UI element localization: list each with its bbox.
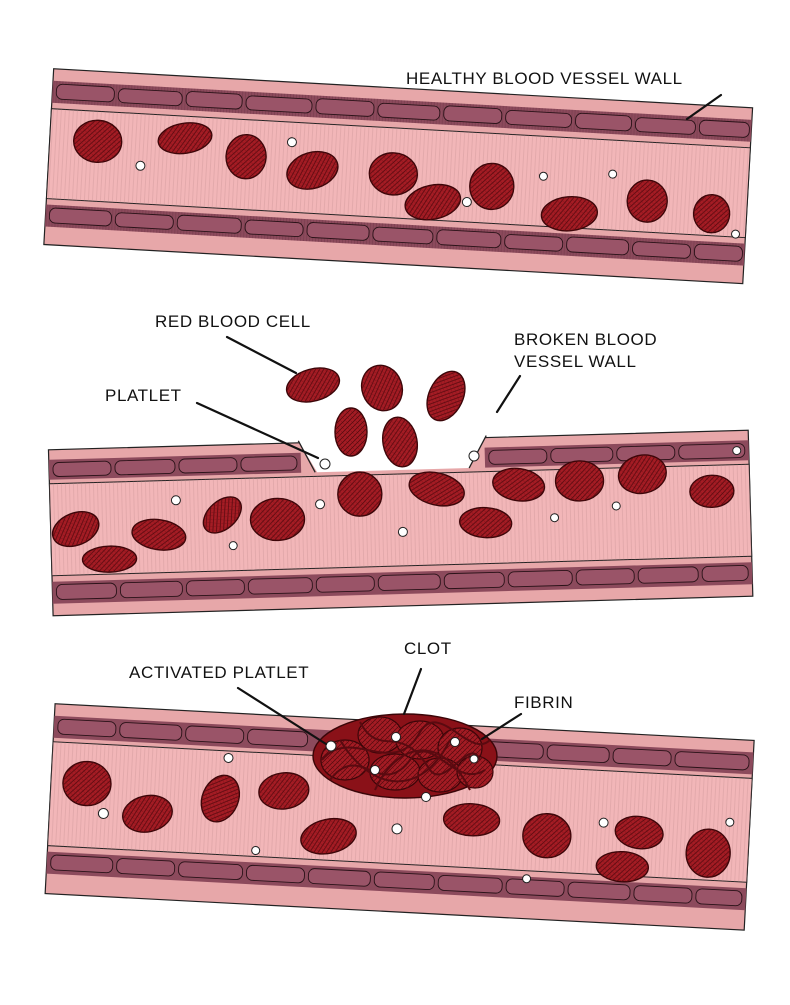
leader-clot [402, 667, 423, 716]
label-activated-platelet: ACTIVATED PLATLET [129, 663, 310, 682]
label-leader-lines [195, 93, 723, 746]
escaping-platelets [319, 450, 480, 470]
label-platelet: PLATLET [105, 386, 182, 405]
label-broken-wall-line1: BROKEN BLOOD [514, 330, 658, 349]
clotted-blood-vessel [44, 703, 755, 931]
leader-fibrin [480, 712, 523, 741]
leader-healthy-wall [685, 93, 723, 121]
broken-blood-vessel [47, 429, 754, 617]
wall-cells-top [57, 718, 750, 771]
platelets [170, 446, 742, 551]
wall-cells-bottom [55, 565, 749, 600]
leader-activated-platelet [236, 686, 328, 746]
wall-cells-top [55, 83, 750, 138]
fibrin-strands [321, 721, 491, 791]
label-clot: CLOT [404, 639, 452, 658]
leader-red-blood-cell [225, 335, 298, 375]
leader-broken-wall [495, 374, 522, 414]
activated-platelets [325, 732, 479, 802]
platelets [135, 137, 741, 239]
label-healthy-blood-vessel-wall: HEALTHY BLOOD VESSEL WALL [406, 69, 683, 88]
wall-cells-bottom [48, 207, 743, 262]
wall-cells-top [52, 443, 746, 477]
label-fibrin: FIBRIN [514, 693, 574, 712]
healthy-blood-vessel [43, 68, 754, 285]
label-red-blood-cell: RED BLOOD CELL [155, 312, 311, 331]
wall-cells-bottom [50, 854, 743, 907]
label-broken-wall-line2: VESSEL WALL [514, 352, 637, 371]
leader-platelet [195, 401, 320, 460]
platelets [97, 752, 735, 884]
